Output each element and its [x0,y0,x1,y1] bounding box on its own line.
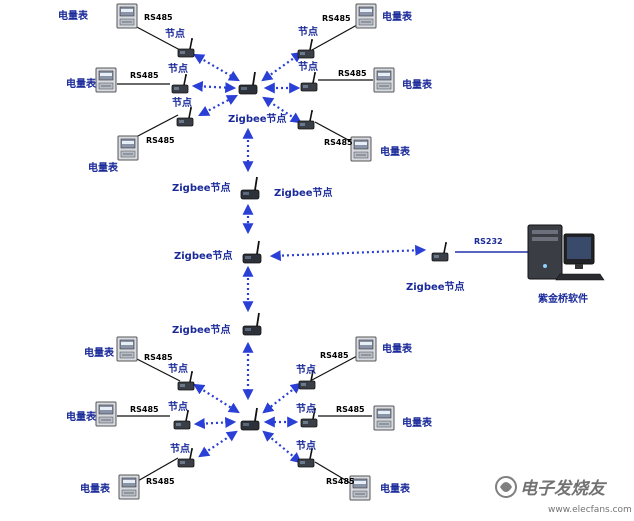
meter-icon [116,336,138,362]
zigbee-node-label: Zigbee节点 [228,112,287,125]
watermark: 电子发烧友 www.elecfans.com [495,476,632,515]
rs485-label: RS485 [324,138,353,147]
meter-label: 电量表 [380,145,411,158]
zigbee-node-label: Zigbee节点 [274,186,333,199]
meter-icon [373,405,395,431]
rs485-wire [314,461,353,485]
wireless-link [262,430,302,464]
zigbee-node-label: Zigbee节点 [172,181,231,194]
meter-label: 电量表 [402,416,433,429]
meter-icon [117,135,139,161]
rs485-label: RS485 [144,13,173,22]
wireless-link [198,94,238,117]
wireless-link [262,96,302,124]
meter-icon [116,3,138,29]
rs485-wire [132,24,181,51]
pc-branch: RS232 Zigbee节点 紫金桥软件 [269,224,605,305]
rs485-label: RS485 [322,14,351,23]
wireless-link [198,430,238,458]
rs485-wire [311,355,358,381]
meter-label: 电量表 [380,482,411,495]
logo-mark [500,482,512,492]
meter-label: 电量表 [66,410,97,423]
zigbee-device-icon [242,312,262,336]
zigbee-device-icon [431,241,449,262]
bottom-cluster: 电量表 RS485 节点 电量表 RS485 节点 节点 RS485 电量表 R… [66,336,433,501]
meter-icon [350,136,372,162]
node-label: 节点 [296,402,316,415]
rs485-label: RS485 [320,351,349,360]
software-label: 紫金桥软件 [538,292,588,305]
node-label: 节点 [168,62,188,75]
node-label: 节点 [296,363,316,376]
zigbee-device-icon [240,176,260,200]
zigbee-node-label: Zigbee节点 [172,323,231,336]
rs485-label: RS485 [336,405,365,414]
top-cluster: 电量表 RS485 节点 电量表 RS485 节点 节点 RS485 电量表 R… [58,3,433,174]
zigbee-node-label: Zigbee节点 [406,280,465,293]
meter-label: 电量表 [402,78,433,91]
wireless-link [262,382,302,414]
node-label: 节点 [298,60,318,73]
node-label: 节点 [168,362,188,375]
watermark-brand: 电子发烧友 [520,479,608,499]
wireless-link [191,80,237,94]
rs232-label: RS232 [474,237,503,246]
meter-label: 电量表 [382,342,413,355]
computer-icon [527,224,605,281]
meter-icon [118,474,140,500]
zigbee-device-icon [171,73,189,94]
wireless-link [193,53,240,82]
meter-label: 电量表 [58,9,89,22]
wireless-link [193,383,240,414]
rs485-label: RS485 [338,69,367,78]
rs485-label: RS485 [144,353,173,362]
meter-label: 电量表 [382,10,413,23]
zigbee-node-label: Zigbee节点 [174,249,233,262]
zigbee-device-icon [176,106,194,127]
zigbee-device-icon [297,109,315,130]
meter-label: 电量表 [84,346,115,359]
node-label: 节点 [165,27,185,40]
watermark-url: www.elecfans.com [548,505,632,515]
node-label: 节点 [170,442,190,455]
meter-label: 电量表 [88,161,119,174]
wireless-link [269,244,427,262]
node-label: 节点 [168,400,188,413]
node-label: 节点 [172,96,192,109]
meter-icon [95,67,117,93]
zigbee-device-icon [300,71,318,92]
node-label: 节点 [296,439,316,452]
zigbee-device-icon [297,38,315,59]
zigbee-device-icon [240,407,260,431]
rs485-label: RS485 [146,136,175,145]
rs485-label: RS485 [130,71,159,80]
rs485-wire [132,356,181,382]
zigbee-device-icon [238,71,258,95]
meter-icon [95,401,117,427]
meter-label: 电量表 [66,77,97,90]
rs485-wire [135,457,179,483]
rs485-label: RS485 [326,477,355,486]
meter-icon [355,336,377,362]
wireless-link [193,416,237,430]
zigbee-device-icon [242,240,262,264]
rs485-wire [311,24,358,51]
zigbee-device-icon [177,37,195,58]
rs485-label: RS485 [146,477,175,486]
rs485-label: RS485 [130,405,159,414]
meter-label: 电量表 [80,482,111,495]
rs485-wire [135,114,179,138]
rs485-wire [314,121,353,143]
meter-icon [373,67,395,93]
wireless-link [261,51,303,82]
meter-icon [355,3,377,29]
backbone: Zigbee节点 Zigbee节点 Zigbee节点 Zigbee节点 [172,127,333,401]
logo-icon [495,476,517,498]
node-label: 节点 [298,25,318,38]
